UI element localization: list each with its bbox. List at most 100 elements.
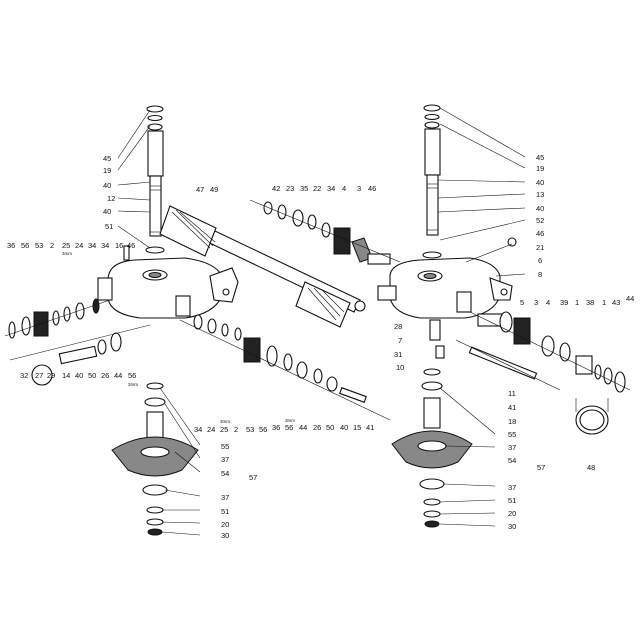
part-label-left-5: 51 bbox=[105, 222, 113, 231]
part-label-left-24: 26 bbox=[101, 371, 109, 380]
part-label-right-22: 1 bbox=[575, 298, 579, 307]
part-label-right-24: 1 bbox=[602, 298, 606, 307]
part-label-left-9: 56 bbox=[21, 241, 29, 250]
part-label-left-8: 36 bbox=[7, 241, 15, 250]
part-label-left-22: 40 bbox=[75, 371, 83, 380]
part-label-right-42: 48 bbox=[587, 463, 595, 472]
part-label-right-11: 23 bbox=[286, 184, 294, 193]
part-label-right-10: 42 bbox=[272, 184, 280, 193]
part-label-left-21: 14 bbox=[62, 371, 70, 380]
part-label-right-12: 35 bbox=[300, 184, 308, 193]
part-label-right-23: 38 bbox=[586, 298, 594, 307]
dimension-mark-3: 3mm bbox=[128, 382, 138, 387]
part-label-left-7: 49 bbox=[210, 185, 218, 194]
part-label-right-40: 20 bbox=[508, 509, 516, 518]
part-label-left-33: 36 bbox=[272, 423, 280, 432]
part-label-right-5: 52 bbox=[536, 216, 544, 225]
right-lower-shaft-parts bbox=[429, 319, 561, 391]
part-label-left-10: 53 bbox=[35, 241, 43, 250]
dimension-mark-2: 3mm bbox=[285, 418, 295, 423]
part-label-right-35: 37 bbox=[508, 443, 516, 452]
right-top-gear-train bbox=[249, 199, 401, 265]
part-label-left-39: 15 bbox=[353, 423, 361, 432]
part-label-left-43: 54 bbox=[221, 469, 229, 478]
part-label-right-36: 54 bbox=[508, 456, 516, 465]
part-label-left-41: 55 bbox=[221, 442, 229, 451]
part-label-right-7: 21 bbox=[536, 243, 544, 252]
part-label-left-47: 20 bbox=[221, 520, 229, 529]
part-label-left-17: 46 bbox=[127, 241, 135, 250]
part-label-right-25: 43 bbox=[612, 298, 620, 307]
right-side-gear-train bbox=[469, 311, 631, 393]
part-label-left-2: 40 bbox=[103, 181, 111, 190]
right-bevel-gear-stack bbox=[391, 368, 473, 528]
left-vertical-shaft bbox=[145, 105, 165, 254]
part-label-right-6: 46 bbox=[536, 229, 544, 238]
part-label-left-14: 34 bbox=[88, 241, 96, 250]
dimension-marks: 3mm 3mm 3mm 3mm bbox=[62, 251, 295, 424]
dimension-mark-1: 3mm bbox=[220, 419, 230, 424]
part-label-right-39: 51 bbox=[508, 496, 516, 505]
part-label-right-15: 4 bbox=[342, 184, 346, 193]
part-label-right-19: 3 bbox=[534, 298, 538, 307]
part-label-right-8: 6 bbox=[538, 256, 542, 265]
right-vertical-shaft bbox=[422, 104, 442, 259]
part-label-right-38: 37 bbox=[508, 483, 516, 492]
connecting-tube bbox=[159, 205, 366, 328]
part-label-left-28: 24 bbox=[207, 425, 215, 434]
part-label-left-3: 12 bbox=[107, 194, 115, 203]
right-assembly bbox=[249, 104, 631, 528]
part-label-left-42: 37 bbox=[221, 455, 229, 464]
part-label-left-46: 51 bbox=[221, 507, 229, 516]
part-label-left-48: 30 bbox=[221, 531, 229, 540]
part-label-right-32: 41 bbox=[508, 403, 516, 412]
part-label-left-38: 40 bbox=[340, 423, 348, 432]
part-label-right-30: 10 bbox=[396, 363, 404, 372]
part-label-right-37: 57 bbox=[537, 463, 545, 472]
part-label-left-27: 34 bbox=[194, 425, 202, 434]
part-label-left-37: 50 bbox=[326, 423, 334, 432]
left-bevel-gear-stack bbox=[111, 382, 199, 536]
part-label-left-26: 56 bbox=[128, 371, 136, 380]
part-label-left-45: 37 bbox=[221, 493, 229, 502]
part-label-left-32: 56 bbox=[259, 425, 267, 434]
part-label-left-35: 44 bbox=[299, 423, 307, 432]
part-label-right-17: 46 bbox=[368, 184, 376, 193]
part-label-left-29: 25 bbox=[220, 425, 228, 434]
leader-lines bbox=[117, 107, 526, 536]
part-label-left-1: 19 bbox=[103, 166, 111, 175]
part-label-left-12: 25 bbox=[62, 241, 70, 250]
part-label-left-30: 2 bbox=[234, 425, 238, 434]
part-label-right-41: 30 bbox=[508, 522, 516, 531]
middle-shaft-parts bbox=[179, 314, 391, 421]
part-label-left-20: 29 bbox=[47, 371, 55, 380]
part-label-right-9: 8 bbox=[538, 270, 542, 279]
part-label-left-13: 24 bbox=[75, 241, 83, 250]
part-label-right-1: 19 bbox=[536, 164, 544, 173]
right-gearbox-housing bbox=[377, 237, 517, 319]
part-label-left-6: 47 bbox=[196, 185, 204, 194]
part-label-right-0: 45 bbox=[536, 153, 544, 162]
part-label-right-29: 31 bbox=[394, 350, 402, 359]
left-gearbox-housing bbox=[97, 245, 239, 319]
dimension-mark-0: 3mm bbox=[62, 251, 72, 256]
part-label-left-25: 44 bbox=[114, 371, 122, 380]
part-label-left-19: 27 bbox=[35, 371, 43, 380]
part-label-right-34: 55 bbox=[508, 430, 516, 439]
part-label-right-13: 22 bbox=[313, 184, 321, 193]
part-label-left-16: 16 bbox=[115, 241, 123, 250]
part-label-right-27: 28 bbox=[394, 322, 402, 331]
part-label-right-31: 11 bbox=[508, 389, 516, 398]
part-label-left-4: 40 bbox=[103, 207, 111, 216]
part-label-left-36: 26 bbox=[313, 423, 321, 432]
part-label-left-44: 57 bbox=[249, 473, 257, 482]
part-label-left-11: 2 bbox=[50, 241, 54, 250]
part-label-left-18: 32 bbox=[20, 371, 28, 380]
part-label-right-2: 40 bbox=[536, 178, 544, 187]
part-label-right-20: 4 bbox=[546, 298, 550, 307]
part-label-right-26: 44 bbox=[626, 294, 634, 303]
